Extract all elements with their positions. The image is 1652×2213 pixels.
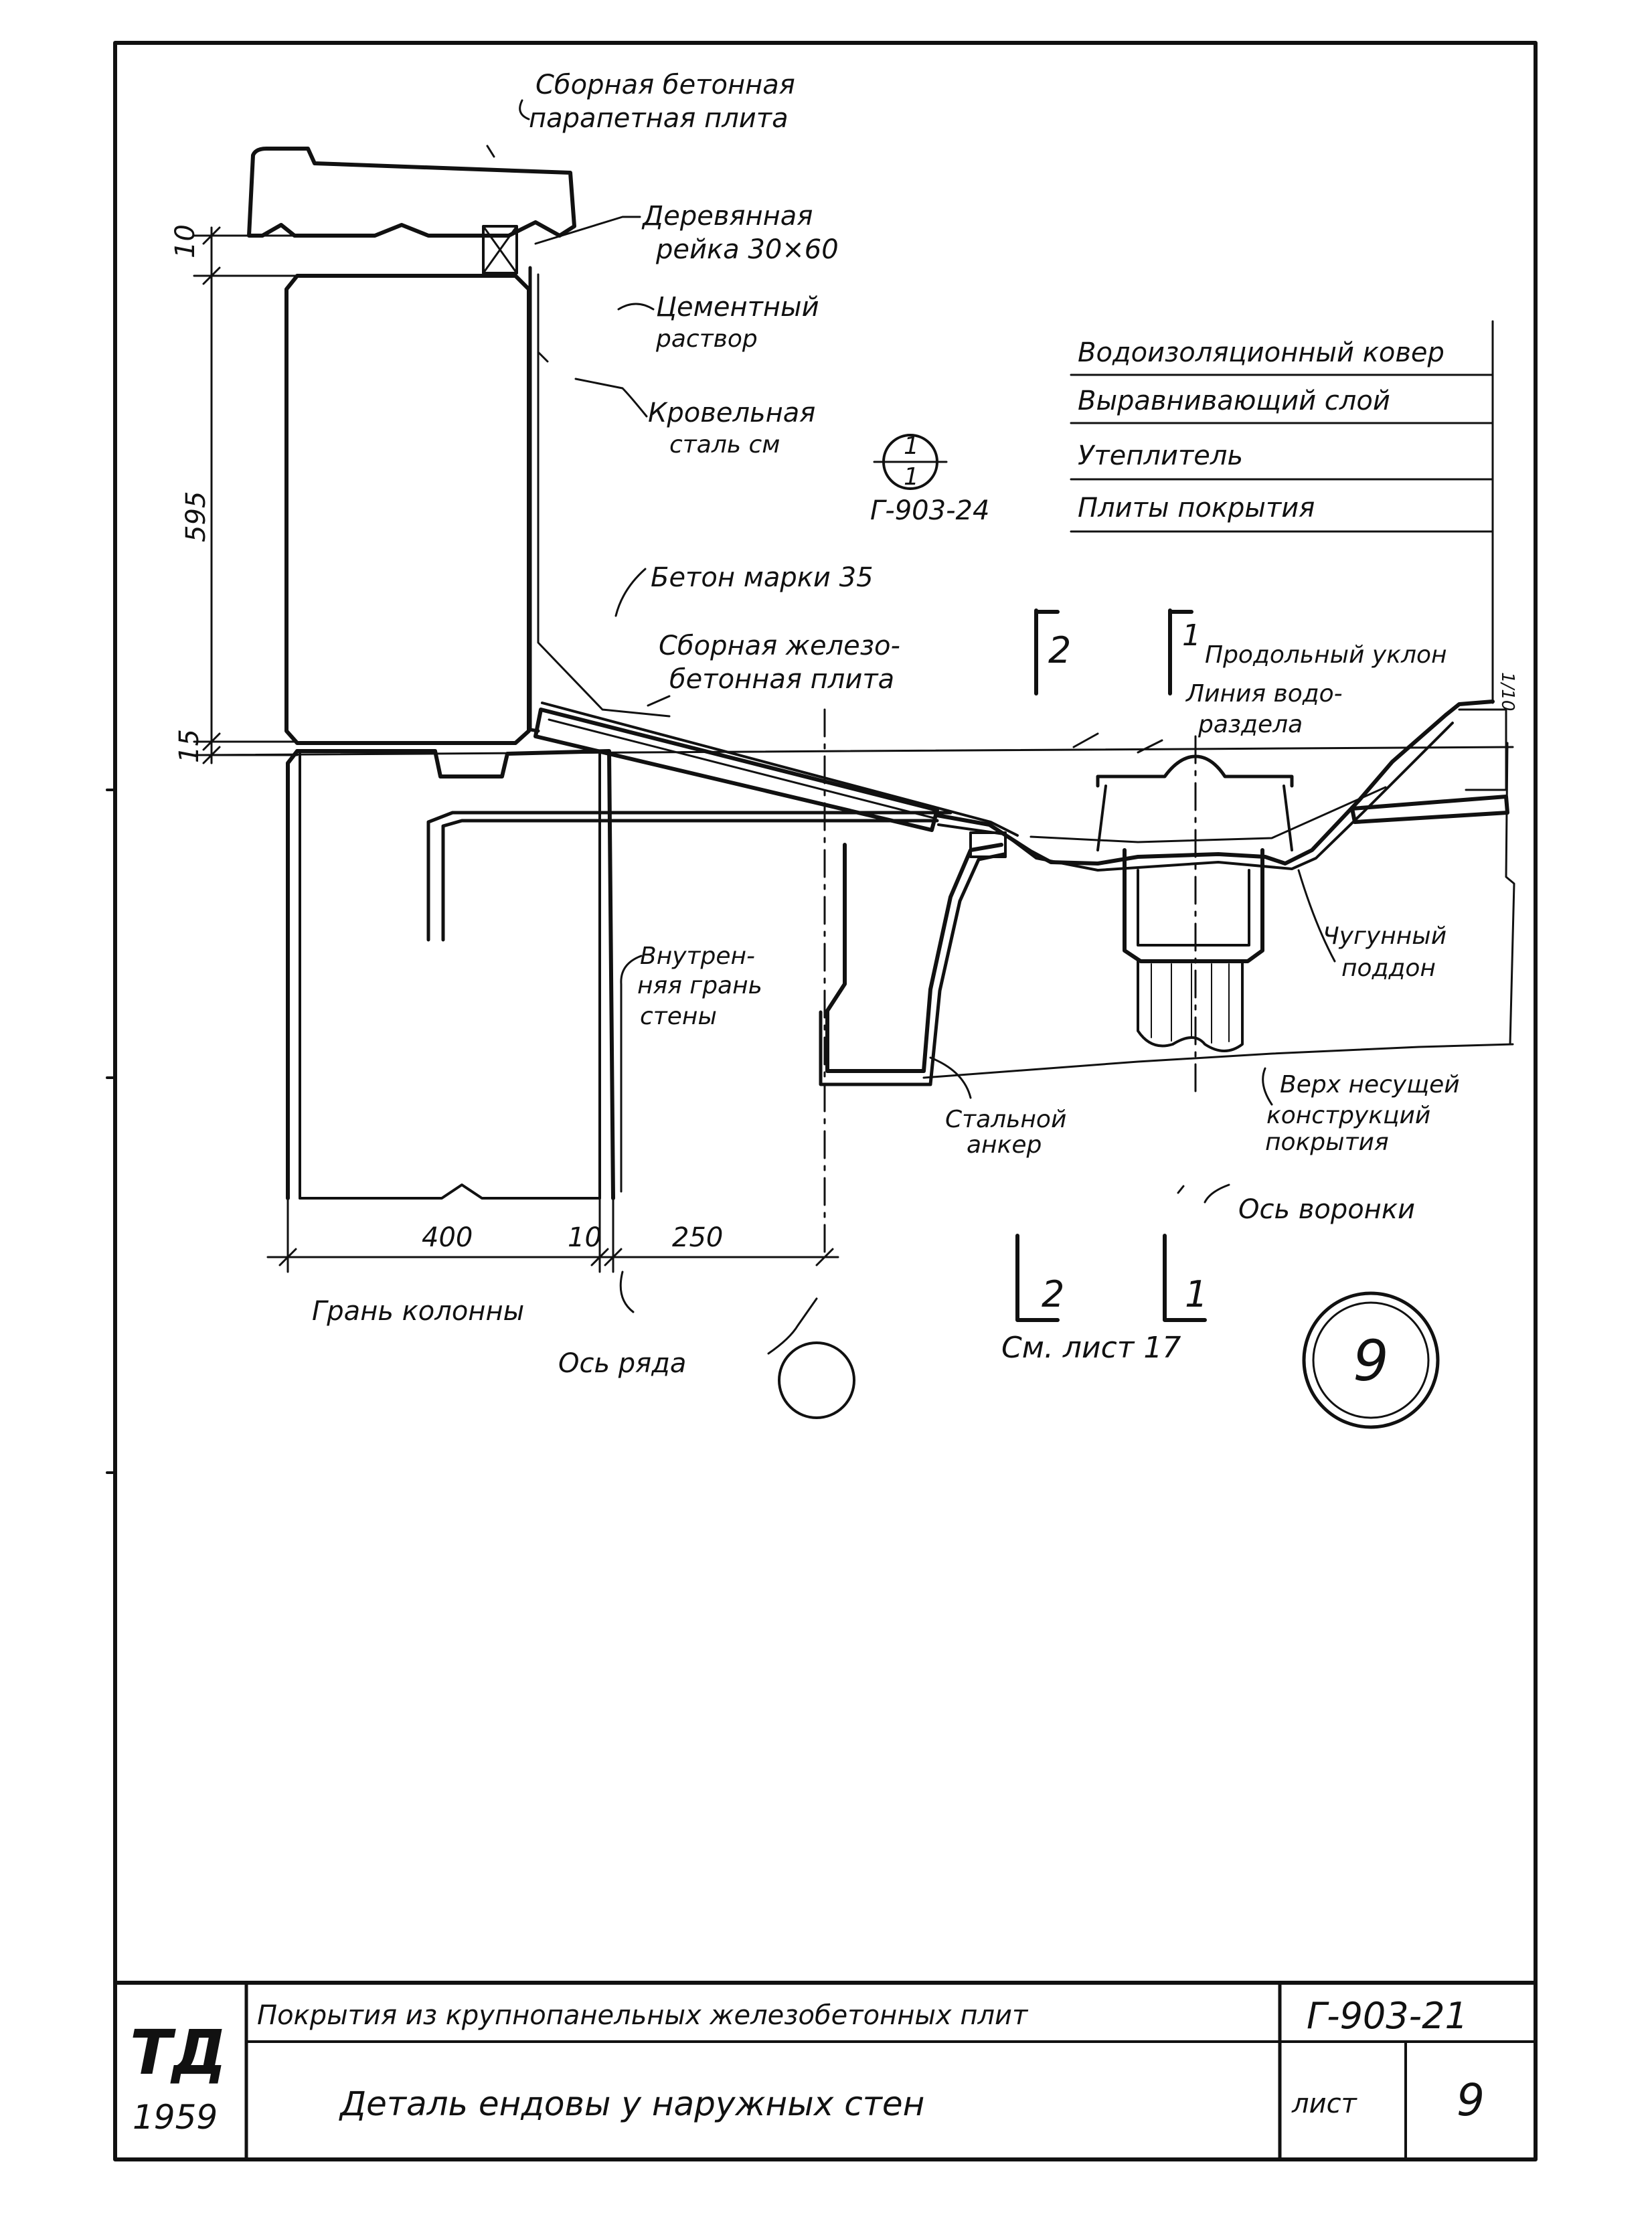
title-org: ТД bbox=[130, 2017, 227, 2088]
wall-block-upper bbox=[284, 266, 671, 745]
label-column-face: Грань колонны bbox=[312, 1296, 524, 1327]
rc-roof-slab bbox=[533, 702, 1019, 837]
label-rc-slab-1: Сборная железо- bbox=[659, 631, 900, 661]
sheet-frame bbox=[113, 41, 1538, 2161]
title-block bbox=[113, 1981, 1538, 2161]
label-rc-slab-2: бетонная плита bbox=[669, 664, 894, 695]
joint-line bbox=[199, 746, 1514, 756]
label-cast-iron-tray-2: поддон bbox=[1341, 955, 1436, 982]
section-mark-2-bottom: 2 bbox=[1042, 1273, 1064, 1315]
dim-10-top: 10 bbox=[170, 224, 201, 258]
parapet-slab bbox=[247, 147, 576, 274]
steel-anchor bbox=[819, 831, 1007, 1086]
label-concrete-grade: Бетон марки 35 bbox=[651, 562, 874, 593]
dim-15: 15 bbox=[174, 729, 205, 763]
row-axis-circle bbox=[778, 1341, 855, 1419]
detail-number-circle bbox=[1302, 1291, 1440, 1429]
title-sheet: Деталь ендовы у наружных стен bbox=[339, 2084, 924, 2123]
layer-table bbox=[1070, 320, 1494, 704]
label-bearing-top-1: Верх несущей bbox=[1280, 1071, 1460, 1098]
label-slope-value: 1/10 bbox=[1497, 672, 1517, 711]
detail-number: 9 bbox=[1353, 1328, 1388, 1394]
label-roof-steel-2: сталь см bbox=[669, 431, 780, 459]
title-year: 1959 bbox=[133, 2098, 218, 2137]
label-wood-strip-1: Деревянная bbox=[641, 201, 813, 232]
label-parapet-slab-2: парапетная плита bbox=[529, 103, 789, 134]
dimension-lines bbox=[193, 226, 839, 1273]
section-ref-num: 1 bbox=[904, 432, 919, 460]
layer-3: Утеплитель bbox=[1078, 440, 1243, 471]
section-mark-1-bottom: 1 bbox=[1185, 1273, 1208, 1315]
dim-10-bottom: 10 bbox=[568, 1222, 602, 1253]
layer-4: Плиты покрытия bbox=[1078, 493, 1315, 523]
label-watershed-2: раздела bbox=[1197, 711, 1303, 738]
label-watershed-1: Линия водо- bbox=[1185, 680, 1343, 708]
label-row-axis: Ось ряда bbox=[558, 1348, 686, 1379]
dim-595: 595 bbox=[181, 491, 212, 542]
break-line-right bbox=[1505, 742, 1515, 1046]
see-sheet-17: См. лист 17 bbox=[1001, 1331, 1181, 1365]
dim-400: 400 bbox=[422, 1222, 473, 1253]
column-block bbox=[286, 749, 953, 1200]
cast-iron-funnel bbox=[1096, 754, 1294, 1052]
label-parapet-slab-1: Сборная бетонная bbox=[535, 70, 795, 100]
label-cement-mortar-2: раствор bbox=[655, 325, 758, 353]
valley-membrane bbox=[935, 700, 1509, 872]
label-steel-anchor-2: анкер bbox=[967, 1131, 1042, 1159]
label-long-slope: Продольный уклон bbox=[1205, 641, 1447, 669]
bearing-top-line bbox=[922, 1043, 1514, 1079]
title-sheet-number: 9 bbox=[1457, 2074, 1485, 2126]
dim-250: 250 bbox=[672, 1222, 723, 1253]
section-mark-2-top: 2 bbox=[1048, 629, 1071, 671]
layer-1: Водоизоляционный ковер bbox=[1078, 337, 1444, 368]
label-wood-strip-2: рейка 30×60 bbox=[655, 234, 839, 265]
section-ref bbox=[873, 434, 948, 490]
label-bearing-top-3: покрытия bbox=[1265, 1129, 1389, 1156]
label-inner-face-1: Внутрен- bbox=[640, 942, 755, 970]
title-series: Покрытия из крупнопанельных железобетонн… bbox=[257, 2000, 1029, 2031]
label-bearing-top-2: конструкций bbox=[1266, 1102, 1430, 1129]
section-marks bbox=[1015, 608, 1207, 1322]
label-cast-iron-tray-1: Чугунный bbox=[1323, 922, 1447, 950]
label-roof-steel-1: Кровельная bbox=[648, 398, 815, 428]
section-mark-1-top: 1 bbox=[1182, 619, 1201, 653]
label-steel-anchor-1: Стальной bbox=[945, 1106, 1066, 1133]
title-code: Г-903-21 bbox=[1307, 1995, 1468, 2037]
layer-2: Выравнивающий слой bbox=[1078, 386, 1390, 416]
label-funnel-axis: Ось воронки bbox=[1238, 1194, 1415, 1225]
title-sheet-label: лист bbox=[1291, 2088, 1358, 2119]
section-ref-code: Г-903-24 bbox=[870, 495, 989, 526]
label-inner-face-2: няя грань bbox=[637, 972, 762, 999]
label-inner-face-3: стены bbox=[640, 1003, 717, 1030]
leader-lines bbox=[486, 99, 1336, 1355]
label-cement-mortar-1: Цементный bbox=[656, 292, 819, 323]
section-ref-den: 1 bbox=[904, 463, 919, 491]
